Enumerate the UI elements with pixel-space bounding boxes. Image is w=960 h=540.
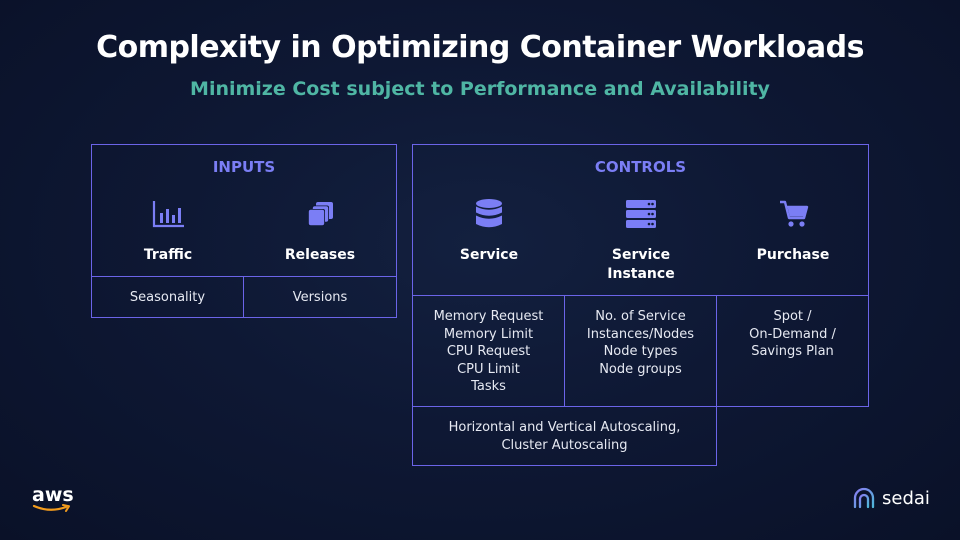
service-instance-label-line-1: Service <box>611 247 671 263</box>
slide-title: Complexity in Optimizing Container Workl… <box>96 30 864 65</box>
purchase-label: Purchase <box>756 247 830 263</box>
stacked-cards-icon <box>308 202 333 226</box>
versions-cell: Versions <box>243 276 397 318</box>
purchase-details-cell: Spot / On-Demand / Savings Plan <box>716 295 869 407</box>
traffic-label: Traffic <box>143 247 193 263</box>
seasonality-text: Seasonality <box>129 290 206 305</box>
purchase-detail-3: Savings Plan <box>751 344 834 359</box>
controls-box: CONTROLS Service Service Instance <box>412 144 869 407</box>
inputs-column-traffic: Traffic <box>92 145 244 277</box>
purchase-detail-2: On-Demand / <box>749 326 836 342</box>
autoscaling-line-2: Cluster Autoscaling <box>501 437 628 453</box>
controls-column-service: Service <box>413 145 565 295</box>
inputs-box: INPUTS Traffic Releases Seasonality Vers… <box>91 144 397 318</box>
purchase-detail-1: Spot / <box>773 309 812 324</box>
service-detail-2: Memory Limit <box>443 326 534 342</box>
service-instance-detail-2: Instances/Nodes <box>586 326 695 342</box>
service-instance-detail-4: Node groups <box>599 361 682 377</box>
service-instance-label-line-2: Instance <box>607 266 675 282</box>
seasonality-cell: Seasonality <box>91 276 244 318</box>
service-detail-1: Memory Request <box>433 309 544 324</box>
sedai-logo: sedai <box>852 487 930 509</box>
versions-text: Versions <box>292 290 348 305</box>
database-icon <box>476 199 502 228</box>
inputs-column-releases: Releases <box>244 145 396 277</box>
service-details-cell: Memory Request Memory Limit CPU Request … <box>412 295 565 407</box>
service-detail-4: CPU Limit <box>457 361 520 377</box>
service-detail-3: CPU Request <box>446 344 531 359</box>
service-instance-detail-3: Node types <box>603 344 678 359</box>
service-instance-details-cell: No. of Service Instances/Nodes Node type… <box>564 295 717 407</box>
service-instance-detail-1: No. of Service <box>595 309 686 324</box>
aws-logo: aws <box>32 484 74 512</box>
server-icon <box>626 200 656 228</box>
sedai-mark-icon <box>853 487 875 509</box>
autoscaling-line-1: Horizontal and Vertical Autoscaling, <box>448 420 681 435</box>
service-label: Service <box>459 247 519 263</box>
shopping-cart-icon <box>780 200 809 227</box>
aws-logo-text: aws <box>32 484 74 506</box>
bar-chart-icon <box>152 201 184 228</box>
aws-smile-icon <box>32 504 70 512</box>
controls-column-purchase: Purchase <box>717 145 869 295</box>
controls-heading: CONTROLS <box>594 158 687 176</box>
inputs-heading: INPUTS <box>212 158 276 176</box>
sedai-logo-text: sedai <box>882 487 930 509</box>
service-detail-5: Tasks <box>471 379 506 394</box>
releases-label: Releases <box>284 247 356 263</box>
autoscaling-cell: Horizontal and Vertical Autoscaling, Clu… <box>412 406 717 466</box>
controls-column-service-instance: Service Instance <box>565 145 717 295</box>
slide-subtitle: Minimize Cost subject to Performance and… <box>190 78 770 100</box>
service-instance-label: Service Instance <box>565 246 717 284</box>
